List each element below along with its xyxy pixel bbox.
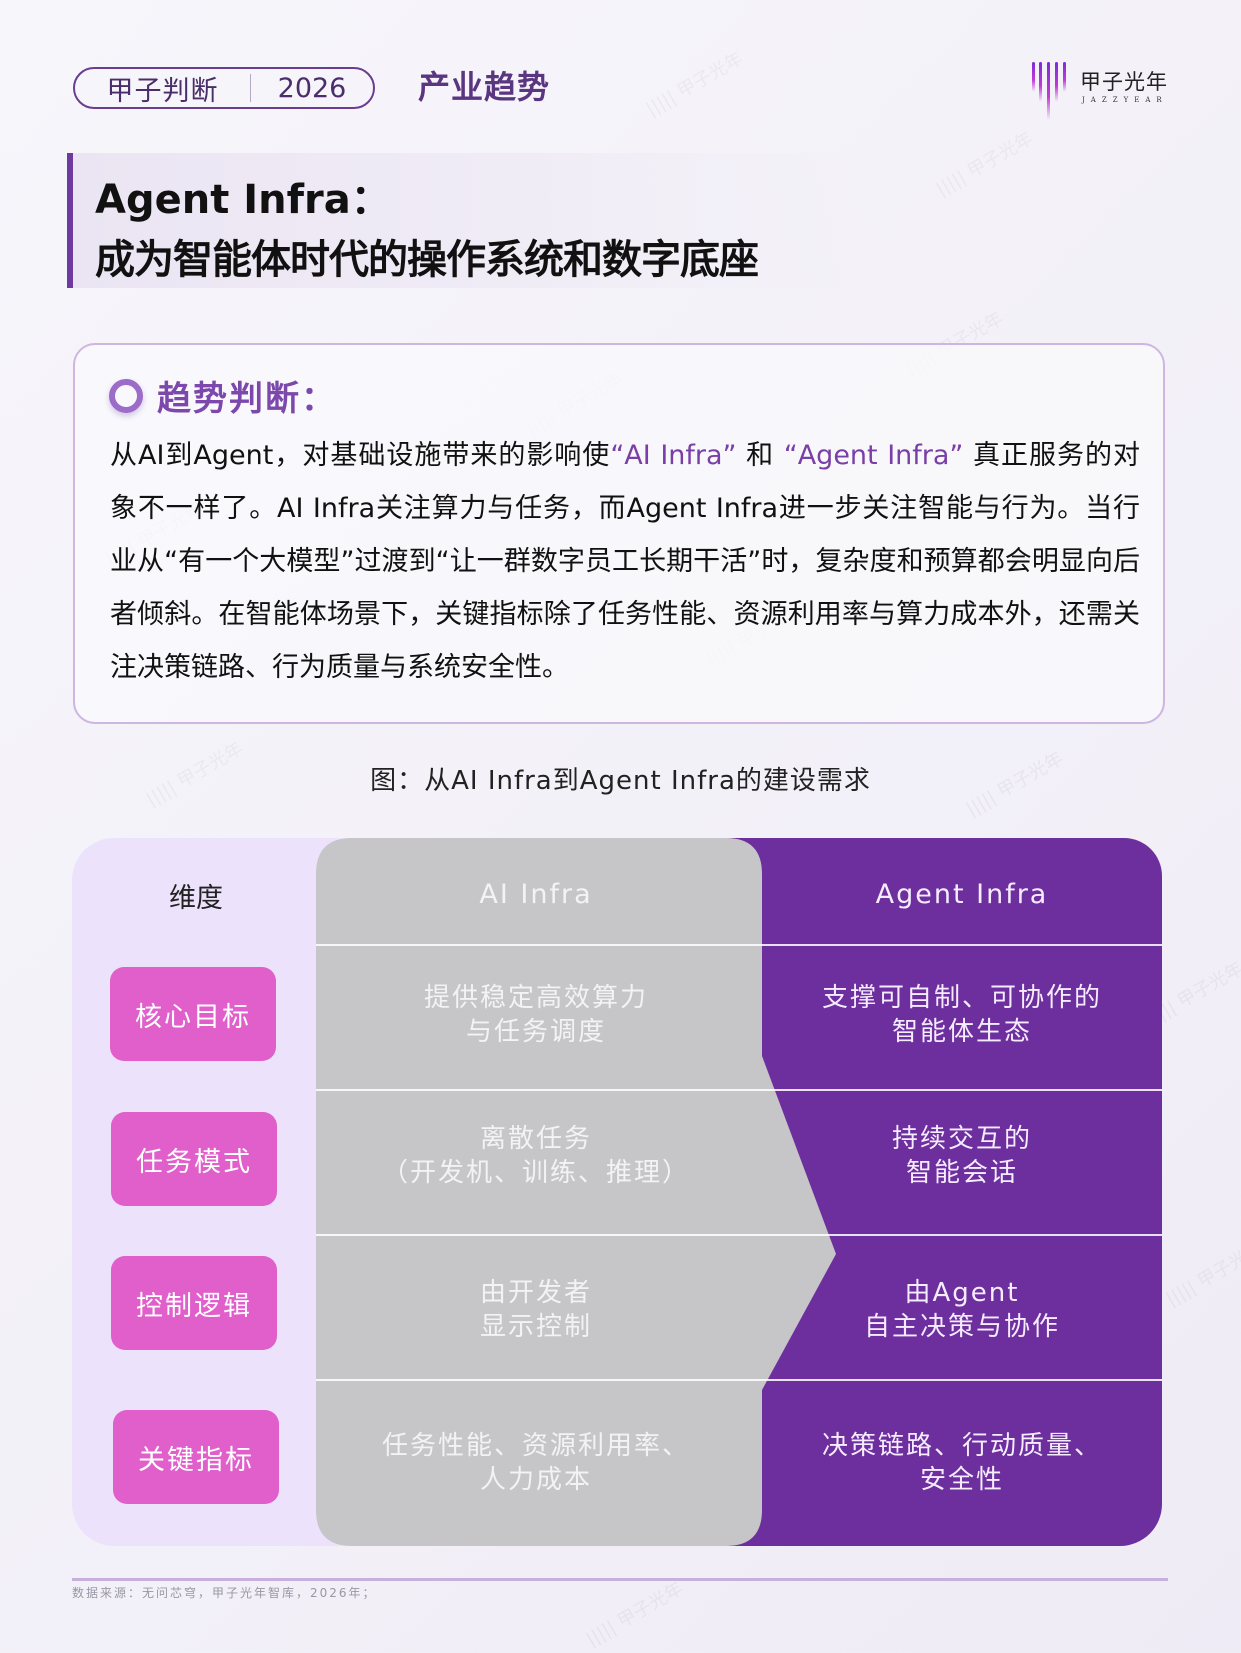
ai-infra-arrow-shape (316, 838, 836, 1546)
headline-line-2: 成为智能体时代的操作系统和数字底座 (95, 237, 759, 283)
agent-infra-task-mode: 持续交互的 智能会话 (891, 1124, 1032, 1188)
watermark: ||||| 甲子光年 (1162, 1238, 1241, 1311)
ai-infra-key-metrics: 任务性能、资源利用率、 人力成本 (381, 1431, 690, 1495)
section-title: 产业趋势 (418, 68, 551, 106)
report-year: 2026 (277, 72, 347, 104)
dimension-task-mode: 任务模式 (111, 1112, 277, 1206)
trend-judgement-box: 趋势判断： 从AI到Agent，对基础设施带来的影响使“AI Infra” 和 … (73, 343, 1165, 724)
brand-logo: 甲子光年 JAZZYEAR (1030, 60, 1180, 122)
logo-name-en: JAZZYEAR (1082, 96, 1168, 104)
trend-title: 趋势判断： (157, 379, 337, 419)
ai-infra-control-logic: 由开发者 显示控制 (479, 1278, 592, 1342)
watermark: ||||| 甲子光年 (932, 128, 1037, 201)
header-agent-infra: Agent Infra (875, 879, 1049, 910)
ring-bullet-icon (109, 378, 143, 413)
header-dimension: 维度 (169, 883, 223, 914)
page-headline: Agent Infra： 成为智能体时代的操作系统和数字底座 (67, 153, 887, 288)
logo-bars-icon (1030, 60, 1070, 122)
body-text: 和 (746, 440, 775, 471)
dimension-control-logic: 控制逻辑 (111, 1256, 277, 1350)
highlight-ai-infra: “AI Infra” (610, 440, 737, 471)
trend-heading: 趋势判断： (109, 371, 337, 420)
dimension-key-metrics: 关键指标 (113, 1410, 279, 1504)
logo-name-cn: 甲子光年 (1080, 70, 1168, 94)
body-text: 真正服务的对象不一样了。AI Infra关注算力与任务，而Agent Infra… (110, 440, 1141, 683)
headline-line-1: Agent Infra： (95, 177, 391, 223)
highlight-agent-infra: “Agent Infra” (783, 440, 964, 471)
dimension-core-goal: 核心目标 (110, 967, 276, 1061)
report-tag-pill: 甲子判断 2026 (73, 67, 375, 109)
body-text: 从AI到Agent，对基础设施带来的影响使 (110, 440, 611, 471)
footer-divider (72, 1578, 1168, 1581)
figure-caption: 图：从AI Infra到Agent Infra的建设需求 (370, 766, 871, 796)
agent-infra-control-logic: 由Agent 自主决策与协作 (863, 1278, 1060, 1342)
row-divider (316, 1379, 1162, 1381)
row-divider (316, 944, 1162, 946)
ai-infra-task-mode: 离散任务 （开发机、训练、推理） (381, 1124, 690, 1188)
header-ai-infra: AI Infra (479, 879, 593, 910)
watermark: ||||| 甲子光年 (642, 48, 747, 121)
row-divider (316, 1089, 1162, 1091)
report-tag-label: 甲子判断 (106, 75, 219, 107)
agent-infra-core-goal: 支撑可自制、可协作的 智能体生态 (821, 983, 1102, 1047)
ai-infra-core-goal: 提供稳定高效算力 与任务调度 (423, 983, 648, 1047)
agent-infra-key-metrics: 决策链路、行动质量、 安全性 (821, 1431, 1102, 1495)
comparison-figure: 维度 AI Infra Agent Infra 核心目标 提供稳定高效算力 与任… (72, 838, 1162, 1546)
row-divider (316, 1234, 1162, 1236)
watermark: ||||| 甲子光年 (582, 1578, 687, 1651)
trend-body-text: 从AI到Agent，对基础设施带来的影响使“AI Infra” 和 “Agent… (110, 429, 1140, 694)
pill-divider (250, 74, 251, 102)
data-source-note: 数据来源：无问芯穹，甲子光年智库，2026年； (72, 1586, 377, 1600)
